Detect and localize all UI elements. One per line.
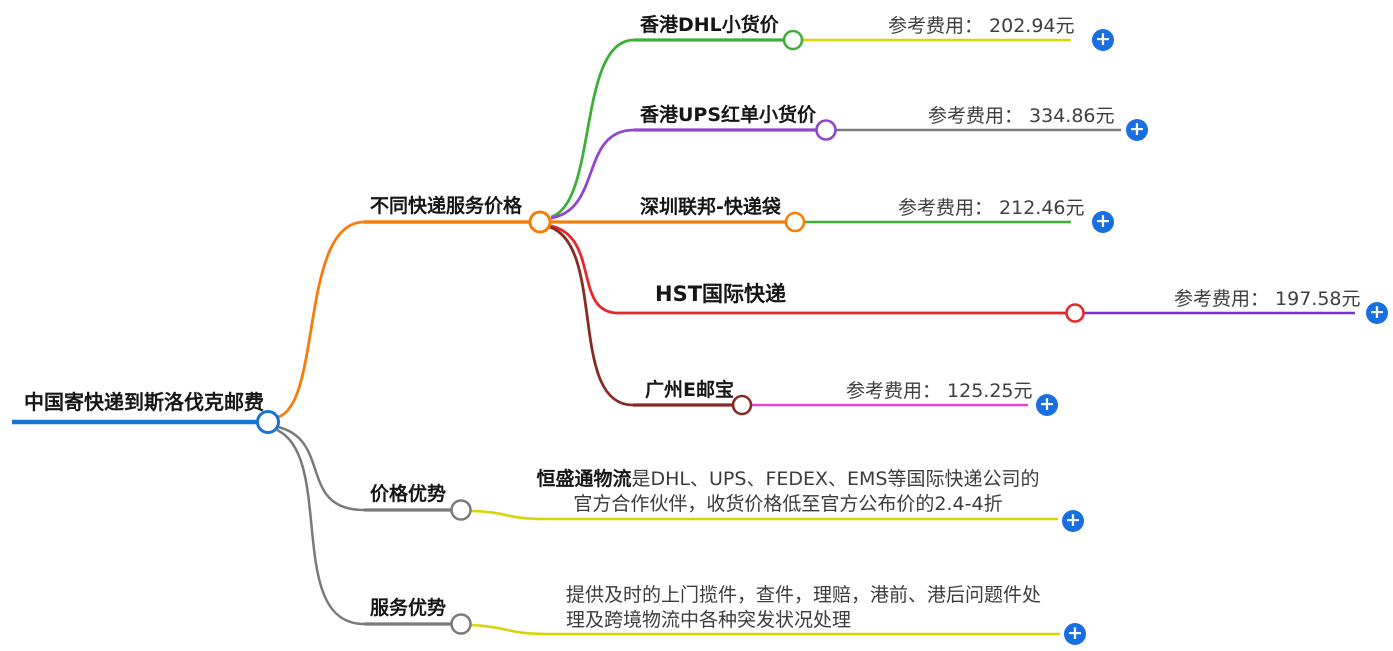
value-gz-eub-fee[interactable]: 参考费用： 125.25元 [846,380,1033,402]
edge-root-services [277,220,365,419]
service-advantage-note-underline [470,623,1060,636]
hst-node-handle[interactable] [1065,303,1085,323]
price-advantage-note-line1: 恒盛通物流是DHL、UPS、FEDEX、EMS等国际快递公司的 [528,467,1048,492]
node-hk-ups-label[interactable]: 香港UPS红单小货价 [640,104,817,126]
expand-button-sz-fedex[interactable]: + [1092,211,1114,233]
service-advantage-note[interactable]: 提供及时的上门揽件，查件，理赔，港前、港后问题件处 理及跨境物流中各种突发状况处… [566,583,1076,633]
price-advantage-note[interactable]: 恒盛通物流是DHL、UPS、FEDEX、EMS等国际快递公司的 官方合作伙伴，收… [528,467,1048,517]
value-hk-dhl-fee[interactable]: 参考费用： 202.94元 [888,15,1075,37]
price-advantage-note-brand: 恒盛通物流 [536,468,632,490]
root-node-label[interactable]: 中国寄快递到斯洛伐克邮费 [24,390,264,414]
root-node-handle[interactable] [256,410,280,434]
service-advantage-label[interactable]: 服务优势 [370,597,447,619]
edge-root-price-advantage [277,425,365,512]
services-node-handle[interactable] [528,210,552,234]
price-advantage-note-line1-rest: 是DHL、UPS、FEDEX、EMS等国际快递公司的 [631,468,1040,490]
ups-node-handle[interactable] [815,119,837,141]
price-advantage-note-underline [470,509,1058,521]
node-hk-dhl-label[interactable]: 香港DHL小货价 [640,14,779,36]
price-advantage-label[interactable]: 价格优势 [370,483,447,505]
edge-services-ups [550,128,635,220]
expand-button-price-advantage[interactable]: + [1062,510,1084,532]
fedex-node-handle[interactable] [784,211,806,233]
price-advantage-note-line2: 官方合作伙伴，收货价格低至官方公布价的2.4-4折 [573,493,1003,515]
eub-node-handle[interactable] [731,394,753,416]
edge-services-eub [549,225,634,407]
service-advantage-node-handle[interactable] [450,613,472,635]
dhl-node-handle[interactable] [782,29,804,51]
node-gz-eub-label[interactable]: 广州E邮宝 [645,379,734,401]
edge-root-service-advantage [276,428,365,626]
services-node-label[interactable]: 不同快递服务价格 [370,195,523,217]
price-advantage-node-handle[interactable] [450,499,472,521]
node-hst-label[interactable]: HST国际快递 [655,282,787,306]
service-advantage-note-line2: 理及跨境物流中各种突发状况处理 [566,609,852,631]
value-hst-fee[interactable]: 参考费用： 197.58元 [1174,288,1361,310]
node-sz-fedex-label[interactable]: 深圳联邦-快递袋 [640,196,781,218]
expand-button-hk-ups[interactable]: + [1126,119,1148,141]
value-sz-fedex-fee[interactable]: 参考费用： 212.46元 [898,197,1085,219]
service-advantage-note-line1: 提供及时的上门揽件，查件，理赔，港前、港后问题件处 [566,584,1042,606]
edge-services-dhl [550,38,635,219]
expand-button-hk-dhl[interactable]: + [1092,29,1114,51]
edge-services-hst [550,224,619,315]
expand-button-hst[interactable]: + [1366,302,1388,324]
value-hk-ups-fee[interactable]: 参考费用： 334.86元 [928,105,1115,127]
expand-button-service-advantage[interactable]: + [1064,623,1086,645]
expand-button-gz-eub[interactable]: + [1036,394,1058,416]
